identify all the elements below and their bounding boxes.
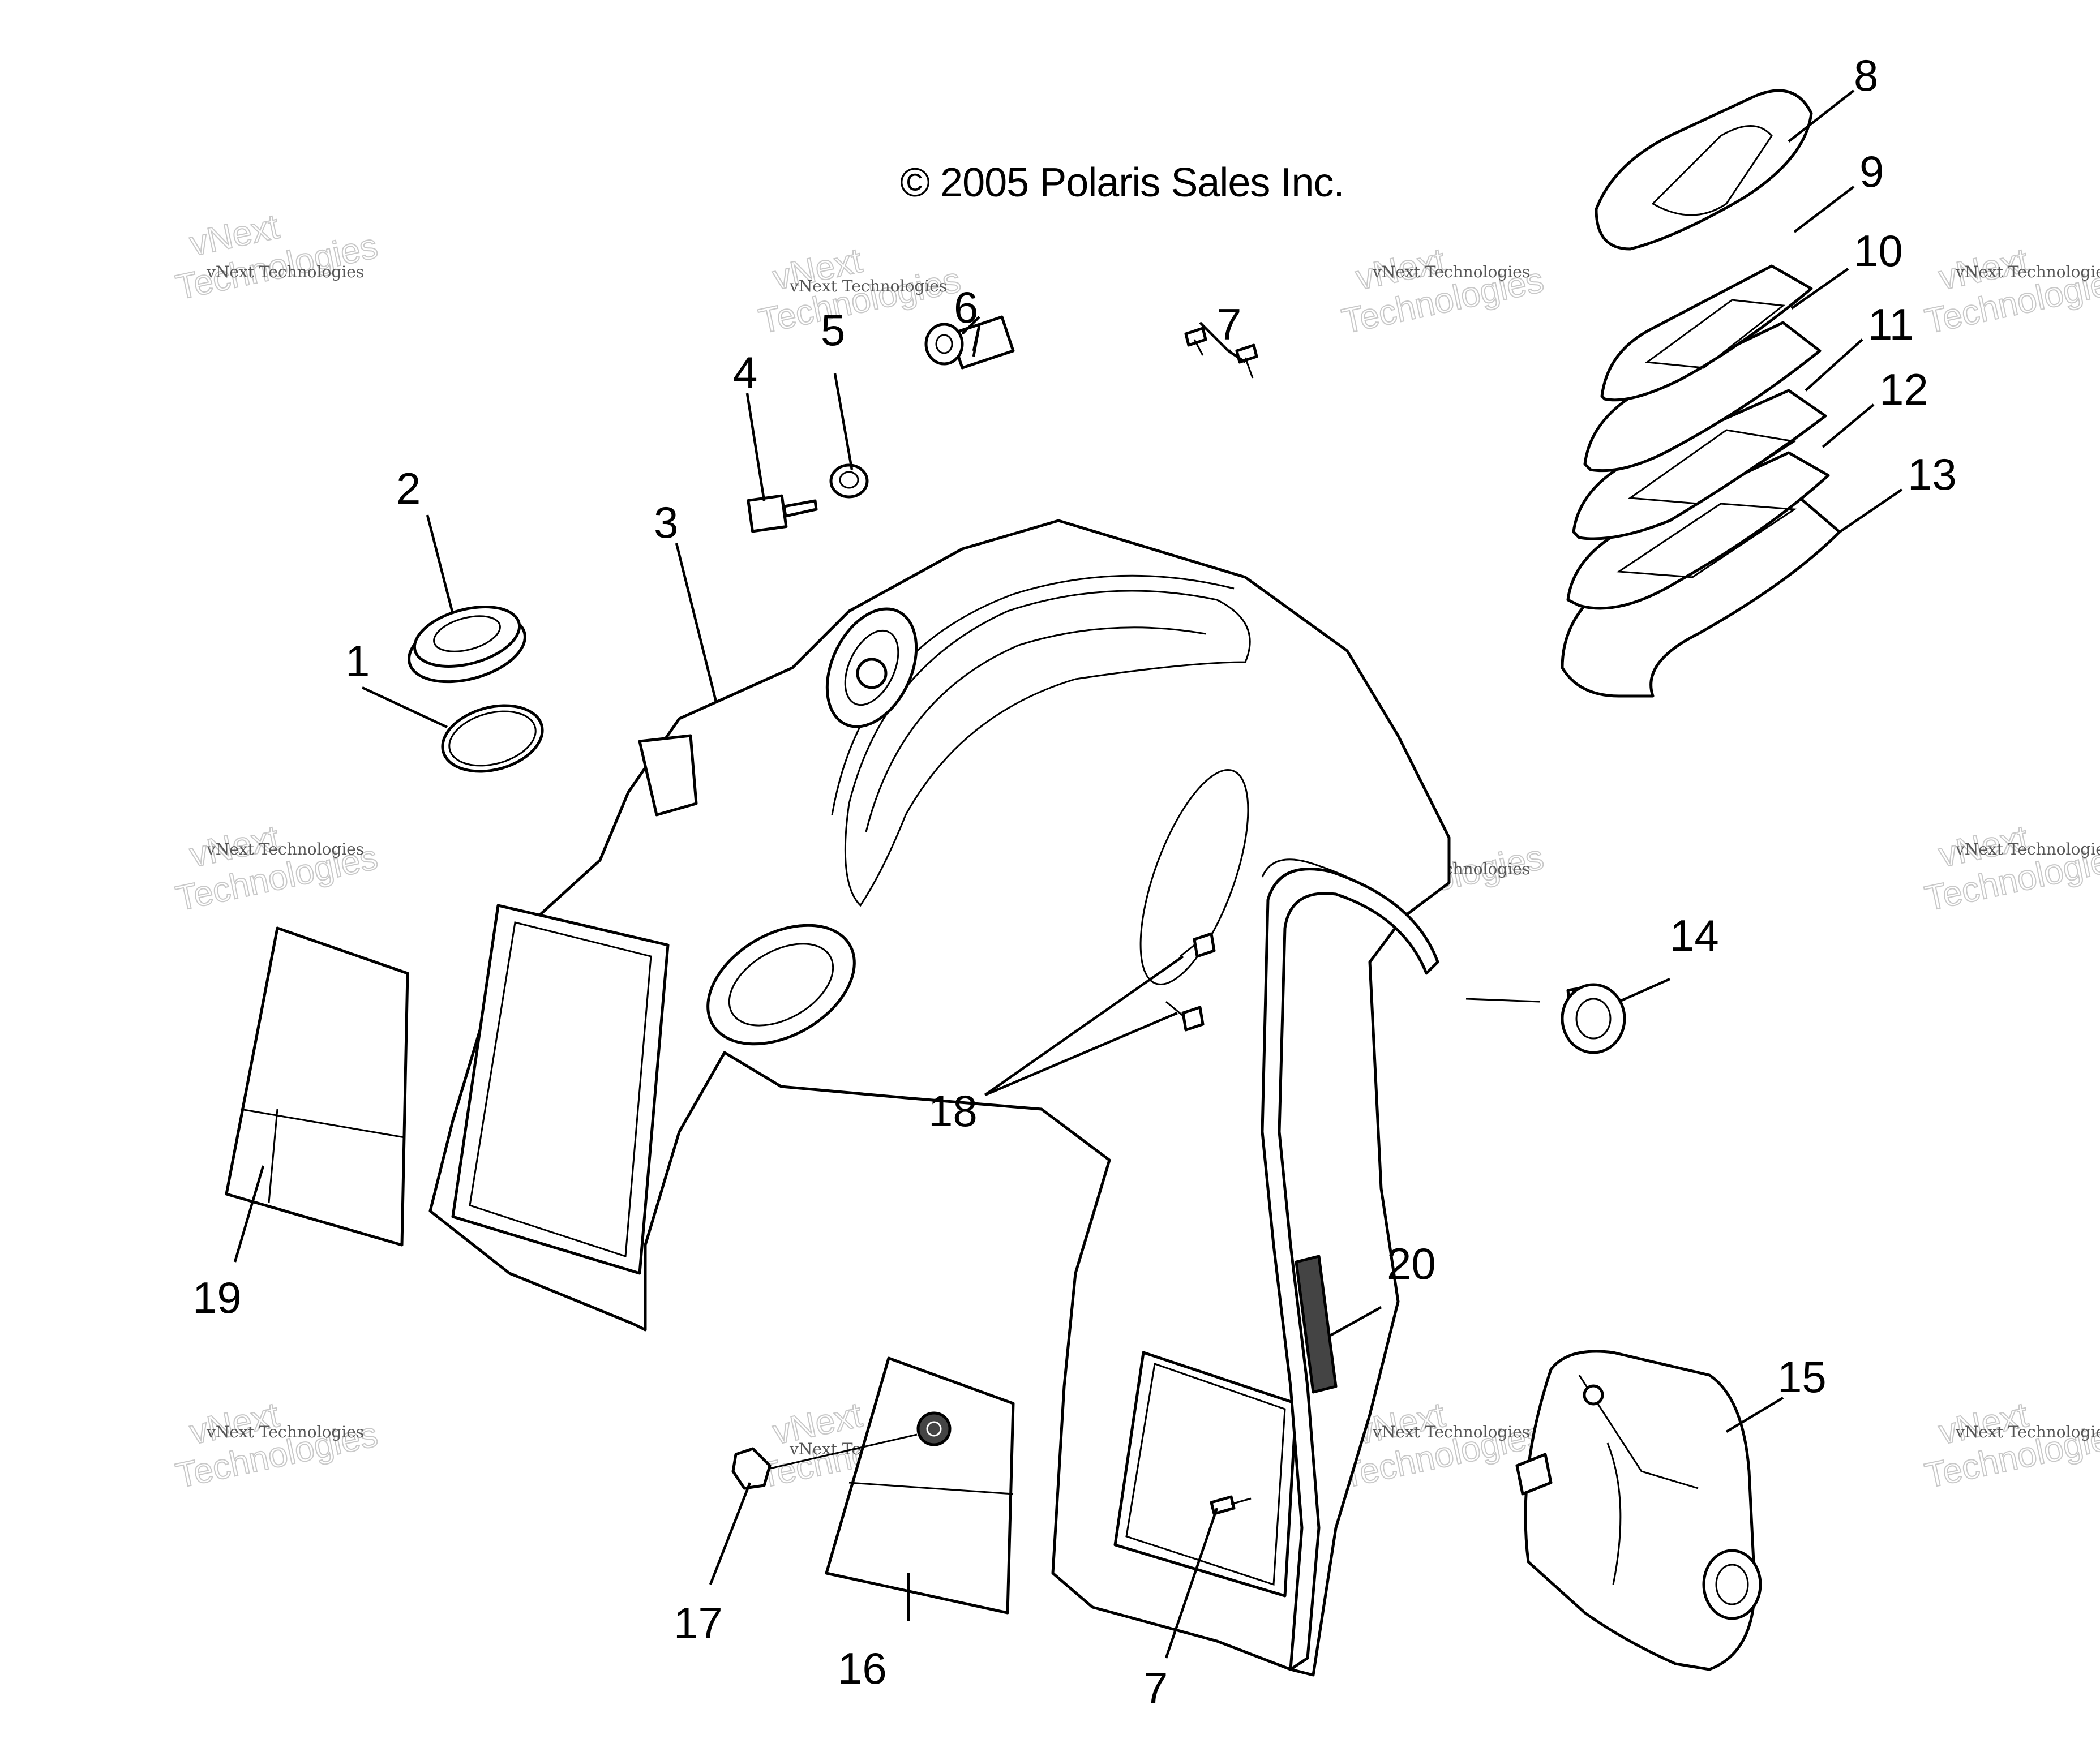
watermark-text: vNext Technologies [206, 263, 364, 281]
rivets-part-18 [1165, 932, 1216, 1032]
watermark: vNext Technologies [1338, 241, 1548, 342]
watermark: vNext Technologies [1921, 818, 2100, 919]
dash-plate-stack [1561, 89, 1841, 698]
callout-14: 14 [1670, 911, 1719, 960]
watermark-text: vNext Technologies [1372, 1423, 1530, 1441]
callout-7-bottom: 7 [1143, 1663, 1168, 1713]
callout-6: 6 [954, 282, 978, 332]
callout-20: 20 [1387, 1239, 1436, 1289]
access-panel-part-19 [225, 926, 409, 1247]
callout-8: 8 [1854, 50, 1878, 100]
callout-9: 9 [1859, 147, 1884, 196]
watermark: vNext Technologies [1921, 1395, 2100, 1496]
watermark-text: vNext Technologies [206, 840, 364, 858]
watermark: vNext Technologies [172, 818, 382, 919]
callout-2: 2 [396, 463, 421, 513]
callout-15: 15 [1777, 1352, 1827, 1402]
callout-12: 12 [1879, 364, 1928, 414]
plate-part-8 [1595, 89, 1813, 251]
plate-part-9 [1600, 264, 1813, 402]
watermark-text: vNext Technologies [789, 277, 947, 295]
callout-16: 16 [838, 1643, 887, 1693]
glove-box-part-15 [1515, 1350, 1762, 1671]
copyright-notice: © 2005 Polaris Sales Inc. [900, 160, 1344, 205]
plate-part-12 [1566, 451, 1830, 610]
callout-labels: 1 2 3 4 5 6 7 8 9 10 11 12 13 14 15 16 1… [192, 50, 1957, 1713]
watermark: vNext Technologies [1921, 241, 2100, 342]
key-part-4 [747, 494, 818, 533]
callout-5: 5 [821, 305, 845, 355]
watermark-text: vNext Technologies [206, 1423, 364, 1441]
watermark-text: vNext Technologies [1955, 1423, 2100, 1441]
knob-part-17 [731, 1433, 918, 1490]
callout-19: 19 [192, 1273, 242, 1323]
callout-13: 13 [1908, 449, 1957, 499]
watermark-text: vNext Technologies [1955, 263, 2100, 281]
callout-4: 4 [733, 347, 757, 397]
watermark-text: vNext Technologies [1955, 840, 2100, 858]
callout-10: 10 [1854, 226, 1903, 276]
callout-18: 18 [928, 1086, 978, 1136]
callout-1: 1 [345, 636, 370, 686]
watermark: vNext Technologies [172, 207, 382, 308]
bushing-part-14 [1465, 983, 1626, 1054]
access-panel-part-16 [825, 1356, 1015, 1615]
callout-7: 7 [1217, 299, 1241, 349]
side-trim-part-20 [1261, 868, 1439, 1671]
nut-part-5 [829, 463, 869, 499]
callout-11: 11 [1868, 299, 1914, 349]
leader-lines [233, 89, 1903, 1659]
watermark: vNext Technologies [755, 241, 965, 342]
watermark-text: vNext Technologies [1372, 263, 1530, 281]
callout-3: 3 [654, 497, 678, 547]
fuel-cap-part-2 [408, 606, 526, 684]
plate-part-10 [1583, 321, 1822, 473]
console-body-part-3 [428, 519, 1451, 1677]
callout-17: 17 [674, 1598, 723, 1648]
o-ring-part-1 [441, 704, 544, 773]
